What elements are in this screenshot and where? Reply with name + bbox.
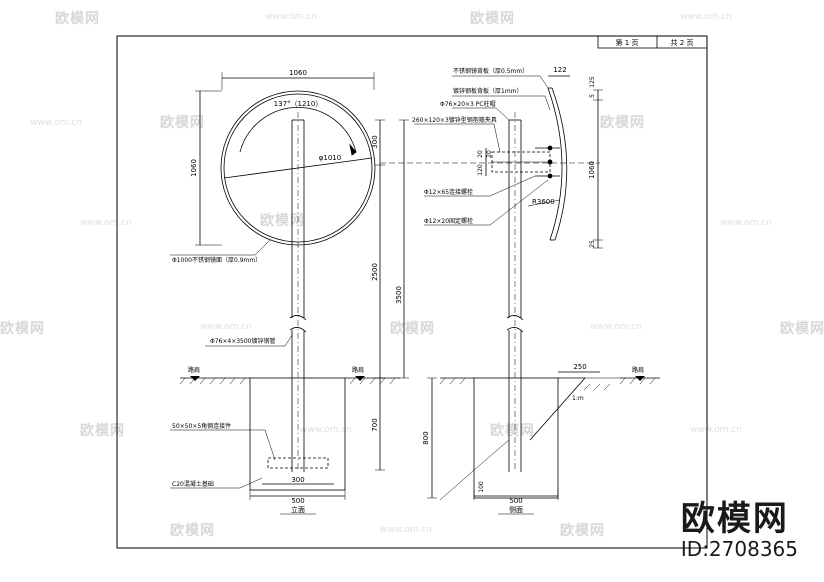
dim-bracket-a: 20 bbox=[477, 150, 484, 158]
watermark-url: www.om.cn bbox=[720, 218, 772, 228]
label-mirror: Φ1000不锈钢镜面（厚0.9mm） bbox=[172, 256, 261, 264]
watermark-brand: 欧模网 bbox=[560, 523, 605, 539]
base-plate bbox=[267, 457, 329, 469]
leader-concrete bbox=[170, 477, 263, 489]
label-clamp: 260×120×3镀锌型钢抱箍夹具 bbox=[412, 116, 497, 124]
caption-side: 侧面 bbox=[509, 505, 523, 514]
watermark-brand: 欧模网 bbox=[260, 213, 305, 229]
watermark-url: www.om.cn bbox=[300, 425, 352, 435]
sheet-number: 第 1 页 bbox=[616, 38, 639, 47]
slope-ratio: 1:m bbox=[572, 395, 584, 402]
watermark-brand: 欧模网 bbox=[160, 115, 205, 131]
dim-angle: 137°（1210） bbox=[274, 100, 323, 108]
dim-radius: R3600 bbox=[532, 198, 555, 206]
watermark-brand: 欧模网 bbox=[390, 321, 435, 337]
watermark-brand: 欧模网 bbox=[170, 523, 215, 539]
label-angle-steel: 50×50×5角钢连接件 bbox=[172, 422, 231, 430]
dim-base-plate: 300 bbox=[291, 476, 304, 484]
sheet-total: 共 2 页 bbox=[671, 38, 694, 47]
break-line bbox=[289, 327, 307, 333]
dim-foundation-depth: 700 bbox=[371, 418, 379, 431]
dim-pole-above: 300 bbox=[371, 135, 379, 148]
side-foundation bbox=[473, 377, 559, 499]
dim-top-gap: 125 bbox=[589, 76, 596, 88]
brand-watermark: 欧模网 ID:2708365 bbox=[681, 500, 798, 560]
dim-side-foundation-depth: 800 bbox=[422, 431, 430, 444]
side-view bbox=[380, 75, 660, 501]
dim-mirror-height: 1060 bbox=[190, 159, 198, 177]
brand-name: 欧模网 bbox=[680, 499, 789, 539]
watermark-url: www.om.cn bbox=[80, 218, 132, 228]
label-cap: Φ76×20×3 PC柱帽 bbox=[440, 100, 496, 108]
dim-bottom-small: 25 bbox=[589, 240, 596, 248]
side-view-labels: 122 125 5 1060 25 20 20 120 R3600 250 80… bbox=[412, 66, 644, 515]
front-view-labels: 1060 137°（1210） φ1010 1060 300 2500 3500… bbox=[172, 69, 403, 515]
label-pole: Φ76×4×3500镀锌钢管 bbox=[210, 337, 276, 345]
dim-top-small: 5 bbox=[589, 94, 596, 98]
dim-back-offset: 122 bbox=[553, 66, 566, 74]
angle-arc bbox=[239, 107, 357, 153]
caption-front: 立面 bbox=[291, 505, 305, 514]
brand-id: ID:2708365 bbox=[680, 537, 798, 561]
dim-mirror-width: 1060 bbox=[289, 69, 307, 77]
dim-foundation-width: 500 bbox=[291, 497, 304, 505]
label-side-ground: 路肩 bbox=[632, 366, 644, 374]
label-concrete: C20混凝土基础 bbox=[172, 480, 214, 488]
arc-arrow bbox=[349, 143, 357, 156]
watermark-brand: 欧模网 bbox=[0, 321, 45, 337]
label-ground-right: 路肩 bbox=[352, 366, 364, 374]
watermark-url: www.om.cn bbox=[200, 322, 252, 332]
watermark-url: www.om.cn bbox=[590, 322, 642, 332]
title-block: 第 1 页 共 2 页 bbox=[597, 35, 708, 49]
break-line bbox=[289, 315, 307, 321]
dim-inner-dia: φ1010 bbox=[319, 154, 341, 162]
mirror-curve bbox=[547, 87, 563, 241]
watermark-brand: 欧模网 bbox=[600, 115, 645, 131]
drawing-frame bbox=[116, 35, 708, 549]
dim-pole-mid: 2500 bbox=[371, 263, 379, 281]
watermark-url: www.om.cn bbox=[265, 12, 317, 22]
dim-base-depth: 100 bbox=[478, 481, 485, 493]
leader-pole bbox=[205, 334, 293, 347]
front-view bbox=[170, 72, 409, 500]
dim-side-foundation-width: 500 bbox=[509, 497, 522, 505]
dim-side-height: 1060 bbox=[588, 161, 596, 179]
label-galv-plate: 镀锌钢板背板（厚1mm） bbox=[453, 87, 523, 95]
watermark-brand: 欧模网 bbox=[80, 423, 125, 439]
leader-angle-steel bbox=[170, 429, 276, 461]
watermark-brand: 欧模网 bbox=[470, 11, 515, 27]
leader-mirror bbox=[170, 239, 271, 256]
dim-slope-width: 250 bbox=[573, 363, 586, 371]
dim-bracket-c: 120 bbox=[477, 164, 484, 176]
watermark-brand: 欧模网 bbox=[780, 321, 824, 337]
watermark-url: www.om.cn bbox=[680, 12, 732, 22]
label-backplate: 不锈钢镜背板（厚0.5mm） bbox=[453, 67, 528, 75]
dim-bracket-b: 20 bbox=[486, 150, 493, 158]
watermark-url: www.om.cn bbox=[380, 525, 432, 535]
watermark-url: www.om.cn bbox=[30, 118, 82, 128]
watermark-url: www.om.cn bbox=[690, 425, 742, 435]
watermark-brand: 欧模网 bbox=[490, 423, 535, 439]
watermark-brand: 欧模网 bbox=[55, 11, 100, 27]
label-ground-left: 路肩 bbox=[188, 366, 200, 374]
label-bolt-b: Φ12×20固定螺栓 bbox=[424, 217, 473, 225]
label-bolt-a: Φ12×65连接螺栓 bbox=[424, 188, 473, 196]
foundation-block bbox=[249, 377, 346, 491]
dim-pole-total: 3500 bbox=[395, 286, 403, 304]
